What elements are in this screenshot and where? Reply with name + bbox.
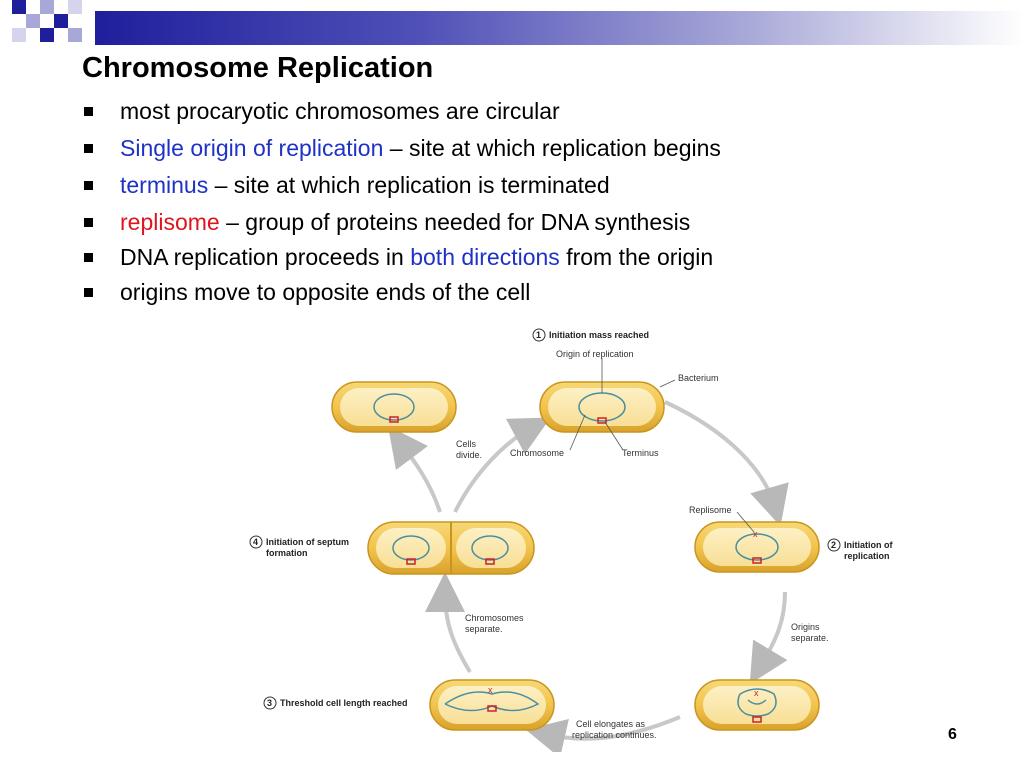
banner-square: [54, 14, 68, 28]
bullet-text: DNA replication proceeds in: [120, 244, 411, 270]
step-label: formation: [266, 548, 308, 558]
bullet-text: – group of proteins needed for DNA synth…: [219, 209, 691, 235]
bullet-item: Single origin of replication – site at w…: [84, 134, 721, 171]
square-bullet-icon: [84, 288, 93, 297]
cell-step-1: [539, 358, 676, 451]
chromosomes-separate-label: Chromosomes: [465, 613, 524, 623]
step-number: 3: [267, 698, 272, 708]
bullet-text: – site at which replication is terminate…: [208, 172, 610, 198]
cells-divide-label: divide.: [456, 450, 482, 460]
banner-square: [12, 0, 26, 14]
bullet-list: most procaryotic chromosomes are circula…: [84, 97, 721, 315]
bullet-text: – site at which replication begins: [383, 135, 721, 161]
square-bullet-icon: [84, 253, 93, 262]
step-number: 4: [253, 537, 258, 547]
banner-gradient-bar: [95, 11, 1024, 45]
cycle-arrow: [664, 400, 789, 527]
origins-separate-label: separate.: [791, 633, 829, 643]
decorative-banner: [0, 0, 1024, 48]
cell-step-2: x: [694, 511, 820, 573]
square-bullet-icon: [84, 218, 93, 227]
cell-step-3: x: [429, 679, 555, 731]
cycle-arrow: [749, 591, 788, 685]
cell-origins-separating: x: [694, 679, 820, 731]
terminus-label: Terminus: [622, 448, 659, 458]
cells-divide-label: Cells: [456, 439, 477, 449]
banner-square: [40, 28, 54, 42]
cycle-arrow: [453, 417, 551, 513]
banner-square: [12, 28, 26, 42]
step-label: Threshold cell length reached: [280, 698, 408, 708]
page-number: 6: [948, 726, 957, 743]
bullet-item: replisome – group of proteins needed for…: [84, 208, 721, 243]
replication-cycle-diagram: x x x: [249, 328, 893, 752]
origin-label: Origin of replication: [556, 349, 634, 359]
banner-square: [68, 0, 82, 14]
bullet-text: origins move to opposite ends of the cel…: [120, 279, 531, 305]
cell-step-4: [367, 521, 535, 575]
banner-square: [40, 0, 54, 14]
step-number-circle: [249, 535, 263, 549]
square-bullet-icon: [84, 144, 93, 153]
bullet-item: terminus – site at which replication is …: [84, 171, 721, 208]
chromosomes-separate-label: separate.: [465, 624, 503, 634]
step-label: Initiation of septum: [266, 537, 349, 547]
svg-text:x: x: [754, 688, 759, 698]
banner-square: [68, 28, 82, 42]
bullet-term: replisome: [120, 209, 220, 235]
replisome-label: Replisome: [689, 505, 732, 515]
bullet-text: from the origin: [559, 244, 714, 270]
step-label: Initiation of: [844, 540, 893, 550]
cycle-arrow: [425, 572, 472, 674]
square-bullet-icon: [84, 107, 93, 116]
chromosome-label: Chromosome: [510, 448, 564, 458]
step-label: replication: [844, 551, 890, 561]
bullet-text: most procaryotic chromosomes are circula…: [120, 98, 560, 124]
svg-text:x: x: [488, 685, 493, 695]
cycle-arrow: [388, 425, 442, 513]
bullet-term: both directions: [410, 244, 560, 270]
step-number-circle: [827, 538, 841, 552]
step-label: Initiation mass reached: [549, 330, 649, 340]
bacterium-label: Bacterium: [678, 373, 719, 383]
bullet-item: origins move to opposite ends of the cel…: [84, 278, 721, 315]
origins-separate-label: Origins: [791, 622, 820, 632]
bullet-item: DNA replication proceeds in both directi…: [84, 243, 721, 278]
cell-elongates-label: replication continues.: [572, 730, 657, 740]
bullet-term: terminus: [120, 172, 209, 198]
replication-cycle-figure: x x x: [240, 322, 920, 752]
step-number-circle: [532, 328, 546, 342]
bullet-item: most procaryotic chromosomes are circula…: [84, 97, 721, 134]
square-bullet-icon: [84, 181, 93, 190]
slide-title: Chromosome Replication: [82, 52, 434, 84]
step-number-circle: [263, 696, 277, 710]
cell-elongates-label: Cell elongates as: [576, 719, 646, 729]
banner-square: [26, 14, 40, 28]
cell-divided: [331, 381, 457, 433]
cycle-arrow: [525, 715, 681, 752]
svg-text:x: x: [753, 529, 758, 539]
step-number: 2: [831, 540, 836, 550]
step-number: 1: [536, 330, 541, 340]
bullet-term: Single origin of replication: [120, 135, 384, 161]
